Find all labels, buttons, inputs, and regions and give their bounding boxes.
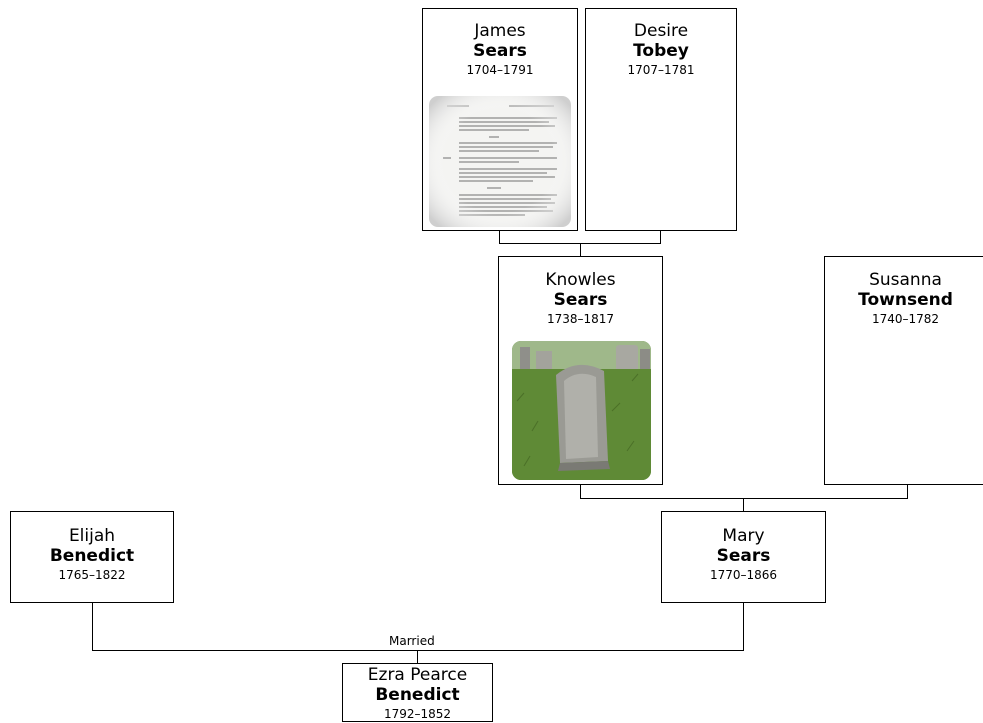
connector-desire-down	[660, 230, 661, 244]
given-name: Knowles	[545, 270, 616, 290]
connector-elijah-mary	[92, 650, 744, 651]
surname: Tobey	[633, 41, 689, 61]
connector-mary-down	[743, 602, 744, 651]
connector-to-knowles	[580, 243, 581, 257]
surname: Sears	[553, 290, 608, 310]
document-photo	[429, 96, 571, 227]
life-dates: 1740–1782	[871, 312, 940, 326]
given-name: Ezra Pearce	[367, 665, 468, 685]
connector-to-mary	[743, 498, 744, 512]
surname: Benedict	[375, 685, 460, 705]
given-name: Elijah	[68, 526, 116, 546]
connector-to-ezra	[417, 650, 418, 664]
gravestone-photo	[512, 341, 651, 480]
person-card-knowles-sears[interactable]: Knowles Sears 1738–1817	[498, 256, 663, 485]
person-card-desire-tobey[interactable]: Desire Tobey 1707–1781	[585, 8, 737, 231]
person-card-ezra-pearce-benedict[interactable]: Ezra Pearce Benedict 1792–1852	[342, 663, 493, 722]
life-dates: 1704–1791	[466, 63, 534, 77]
surname: Sears	[473, 41, 527, 61]
given-name: James	[474, 21, 526, 41]
person-card-mary-sears[interactable]: Mary Sears 1770–1866	[661, 511, 826, 603]
connector-susanna-down	[907, 484, 908, 499]
person-card-susanna-townsend[interactable]: Susanna Townsend 1740–1782	[824, 256, 983, 485]
surname: Sears	[716, 546, 771, 566]
person-card-elijah-benedict[interactable]: Elijah Benedict 1765–1822	[10, 511, 174, 603]
life-dates: 1770–1866	[709, 568, 778, 582]
connector-knowles-down	[580, 484, 581, 499]
connector-knowles-susanna	[580, 498, 908, 499]
married-label: Married	[389, 634, 435, 648]
given-name: Mary	[722, 526, 765, 546]
life-dates: 1765–1822	[58, 568, 126, 582]
given-name: Susanna	[869, 270, 942, 290]
life-dates: 1792–1852	[383, 707, 452, 721]
life-dates: 1738–1817	[546, 312, 615, 326]
surname: Townsend	[858, 290, 953, 310]
connector-james-down	[499, 230, 500, 244]
connector-elijah-down	[92, 602, 93, 651]
given-name: Desire	[633, 21, 689, 41]
life-dates: 1707–1781	[627, 63, 695, 77]
person-card-james-sears[interactable]: James Sears 1704–1791	[422, 8, 578, 231]
surname: Benedict	[49, 546, 135, 566]
